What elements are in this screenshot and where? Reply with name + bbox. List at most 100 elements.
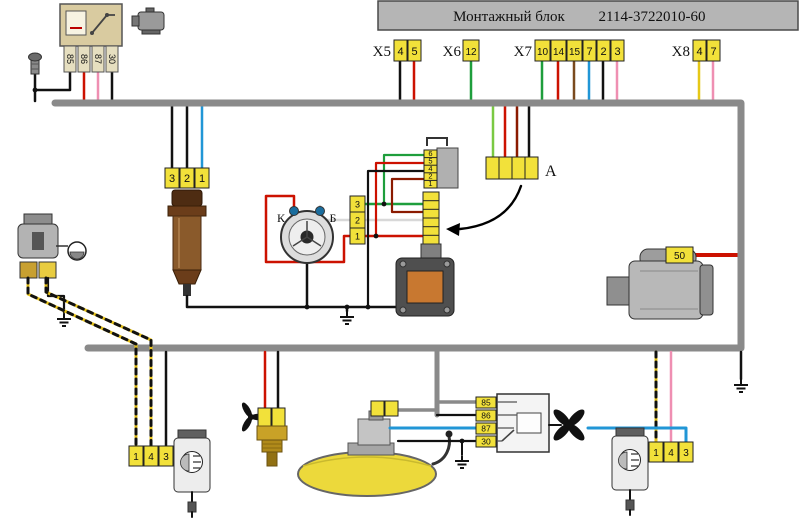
module-socket-strip bbox=[420, 191, 442, 259]
relay-pin-label: 86 bbox=[481, 411, 491, 421]
connector-label: X5 bbox=[373, 44, 391, 60]
block-part-number: 2114-3722010-60 bbox=[599, 9, 706, 25]
pin-number: 1 bbox=[653, 448, 659, 459]
harness-connector-a: А bbox=[446, 156, 557, 236]
fuel-pump bbox=[357, 418, 391, 446]
pin-cell bbox=[105, 45, 119, 73]
pin-cell bbox=[77, 45, 91, 73]
pin-number: 10 bbox=[537, 47, 549, 58]
pin-number: 4 bbox=[428, 164, 432, 173]
pin-cell bbox=[462, 39, 480, 62]
pin-cell bbox=[370, 400, 385, 417]
pin-number: 3 bbox=[614, 46, 620, 58]
right-sensor: 1 4 3 bbox=[611, 427, 694, 516]
pump-relay: 85 86 87 30 bbox=[388, 393, 550, 469]
pin-number: 5 bbox=[428, 157, 432, 166]
pin-number: 15 bbox=[569, 47, 581, 58]
connector-x8: X8 4 7 bbox=[672, 39, 721, 62]
pin-cell bbox=[475, 409, 497, 422]
connector-a-wires bbox=[491, 103, 531, 159]
motor-icon bbox=[131, 7, 165, 35]
pin-number: 6 bbox=[428, 149, 432, 158]
left-sensor: 1 4 3 bbox=[128, 429, 211, 518]
ground-bolt bbox=[28, 52, 42, 75]
fuel-tank bbox=[297, 400, 453, 497]
fan-icon-large bbox=[548, 409, 585, 441]
pin-cell bbox=[550, 39, 567, 62]
arrow-line bbox=[458, 184, 523, 231]
ignition-coil: 3 2 1 bbox=[164, 167, 210, 296]
terminal-k bbox=[289, 206, 299, 216]
pin-cell bbox=[692, 39, 707, 62]
right-ground bbox=[733, 350, 749, 393]
starter: 50 bbox=[606, 246, 714, 320]
pin-number: 2 bbox=[428, 172, 432, 181]
ignition-module bbox=[395, 257, 455, 317]
pin-number: 7 bbox=[586, 46, 592, 58]
pin-number: 12 bbox=[465, 47, 477, 58]
relay-pin-label: 85 bbox=[481, 398, 491, 408]
pin-cell bbox=[582, 39, 597, 62]
starter-terminal-label: 50 bbox=[674, 251, 686, 262]
block-pin-wires bbox=[398, 59, 715, 103]
main-relay: 85 86 87 30 bbox=[59, 3, 123, 73]
pin-number: 14 bbox=[553, 47, 565, 58]
pin-cell bbox=[475, 435, 497, 448]
pin-strip bbox=[349, 195, 366, 245]
pin-number: 1 bbox=[133, 452, 139, 463]
terminal-k-label: К bbox=[277, 211, 286, 225]
ignition-switch bbox=[17, 213, 87, 279]
connector-label: X8 bbox=[672, 44, 690, 60]
block-title: Монтажный блок bbox=[453, 9, 565, 25]
relay-pin-label: 87 bbox=[481, 424, 491, 434]
pin-cell bbox=[158, 445, 174, 467]
key-slot bbox=[32, 232, 44, 250]
module-connector-wires bbox=[366, 153, 426, 309]
pin-cell bbox=[143, 445, 159, 467]
pin-cell bbox=[475, 422, 497, 435]
connector-bail bbox=[426, 137, 448, 146]
pin-number: 4 bbox=[668, 448, 674, 459]
connector-label: X6 bbox=[443, 44, 462, 60]
connector-x6: X6 12 bbox=[443, 39, 480, 62]
pin-cell bbox=[475, 396, 497, 409]
pin-cell bbox=[63, 45, 77, 73]
pin-cell bbox=[128, 445, 144, 467]
pin-number: 2 bbox=[355, 216, 360, 226]
junction-dots bbox=[32, 87, 465, 444]
pin-strip bbox=[423, 149, 438, 189]
pin-cell bbox=[257, 407, 272, 427]
connector-a-label: А bbox=[545, 163, 557, 180]
coil-feed-wires bbox=[170, 103, 204, 170]
pin-cell bbox=[706, 39, 721, 62]
relay-pin-label: 87 bbox=[93, 54, 103, 64]
pin-cell bbox=[534, 39, 551, 62]
pin-cell bbox=[164, 167, 180, 189]
relay-pin-label: 30 bbox=[107, 54, 117, 64]
relay-pin-label: 86 bbox=[79, 54, 89, 64]
pin-cell bbox=[566, 39, 583, 62]
pin-cell bbox=[665, 246, 694, 264]
top-relay-wires bbox=[33, 70, 114, 103]
dashed-wires-left bbox=[26, 276, 168, 448]
relay-pin-label: 85 bbox=[65, 54, 75, 64]
pin-number: 7 bbox=[710, 46, 716, 58]
pin-cell bbox=[610, 39, 625, 62]
pin-number: 4 bbox=[397, 46, 403, 58]
pin-cell bbox=[596, 39, 611, 62]
connector-x5: X5 4 5 bbox=[373, 39, 422, 62]
pin-number: 3 bbox=[355, 200, 360, 210]
pin-cell bbox=[271, 407, 286, 427]
mounting-block-header: Монтажный блок 2114-3722010-60 bbox=[377, 0, 799, 31]
pin-cell bbox=[648, 441, 664, 463]
connector-x7: X7 10 14 15 7 2 3 bbox=[514, 39, 625, 62]
pin-number: 1 bbox=[199, 173, 205, 185]
pin-number: 2 bbox=[600, 46, 606, 58]
filler-pipe bbox=[431, 434, 451, 466]
pin-number: 1 bbox=[428, 179, 432, 188]
pin-cell bbox=[393, 39, 408, 62]
ground-net bbox=[185, 261, 398, 325]
terminal-b bbox=[315, 206, 325, 216]
